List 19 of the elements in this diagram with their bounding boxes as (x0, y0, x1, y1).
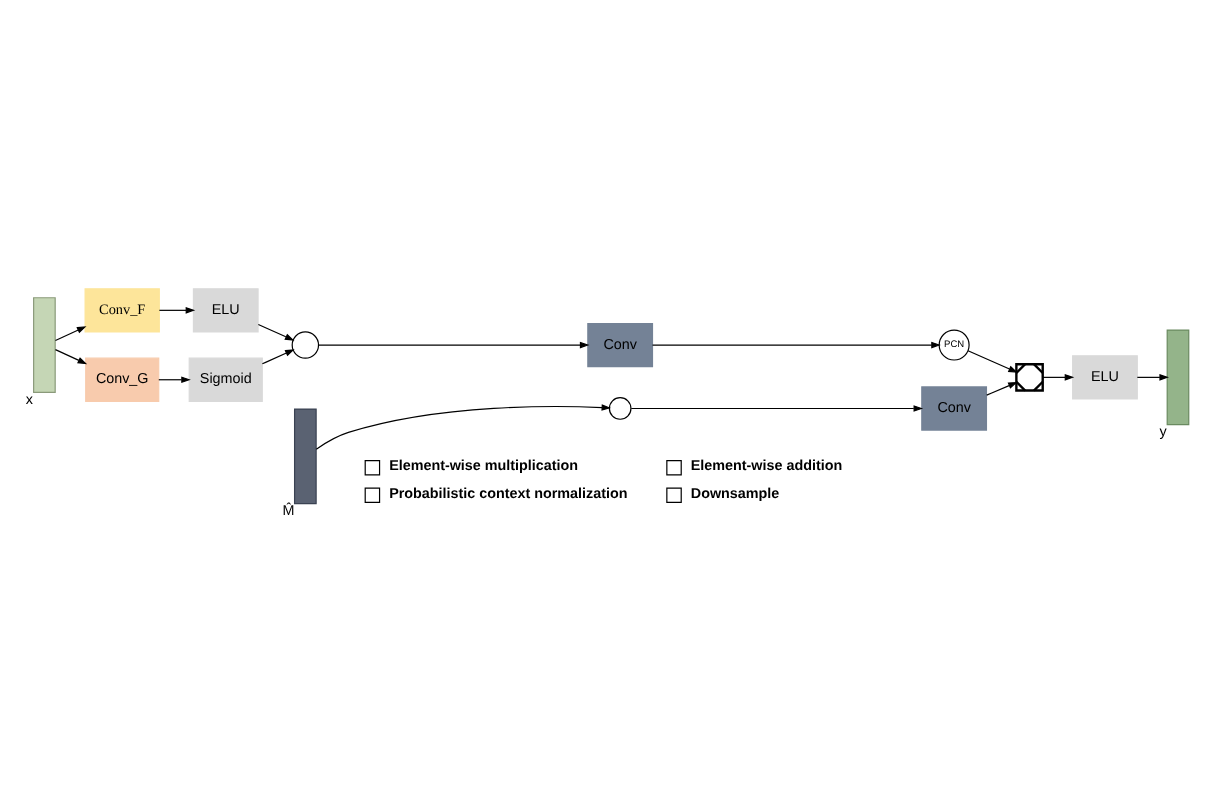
arrow (158, 375, 191, 383)
arrow (651, 340, 941, 348)
arrow (158, 305, 196, 313)
arrow (967, 349, 1018, 372)
node-box (33, 296, 56, 392)
arrow (1042, 373, 1075, 380)
arrow (1136, 373, 1169, 380)
arrow (261, 348, 295, 364)
arrow (54, 347, 88, 364)
arrow (318, 340, 590, 348)
node-box (1166, 328, 1190, 425)
arrow (257, 322, 295, 340)
arrow (315, 403, 612, 449)
arrow (54, 325, 87, 341)
arrow (986, 380, 1018, 395)
node-box (293, 407, 317, 504)
arrow (630, 404, 924, 411)
node-circle (291, 330, 320, 358)
node-circle (608, 396, 632, 419)
